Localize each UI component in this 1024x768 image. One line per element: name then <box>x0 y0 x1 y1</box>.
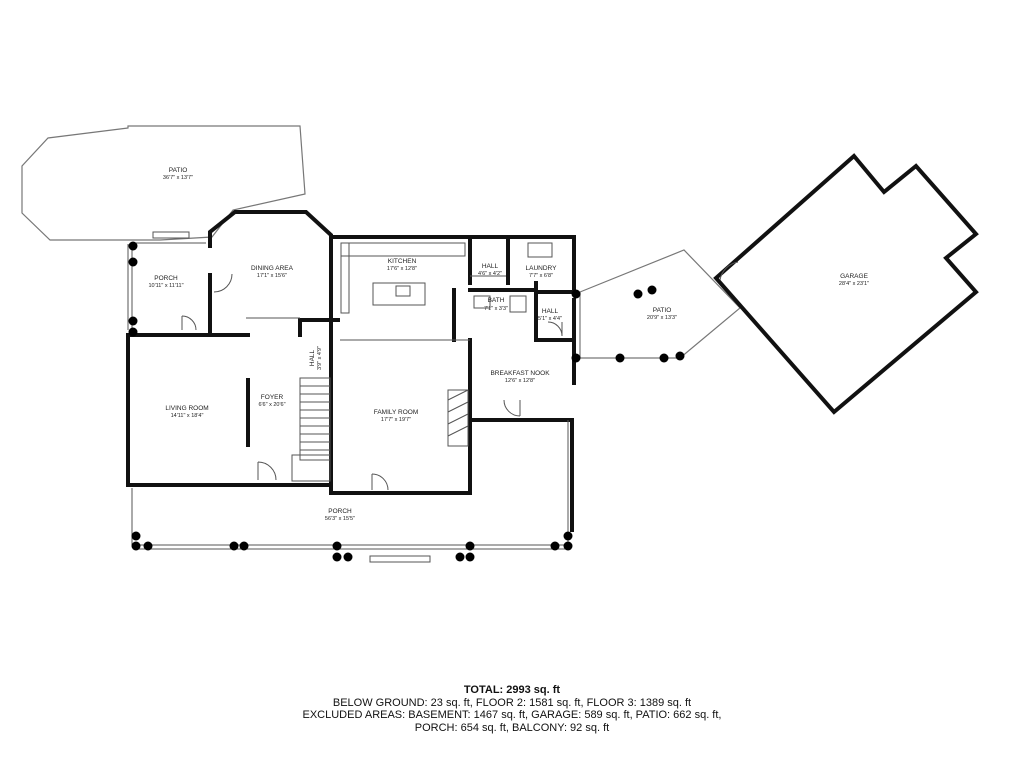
room-dims: 10'11" x 11'11" <box>148 283 183 289</box>
room-labels: PATIO 36'7" x 13'7" PORCH 10'11" x 11'11… <box>148 167 869 522</box>
room-dims: 4'6" x 4'2" <box>478 271 502 277</box>
room-name: DINING AREA <box>251 265 294 272</box>
fireplace <box>447 389 469 447</box>
room-dims: 28'4" x 23'1" <box>839 281 869 287</box>
room-name: PORCH <box>154 275 178 282</box>
room-name: FOYER <box>261 394 284 401</box>
room-dims: 20'9" x 13'3" <box>647 315 677 321</box>
area-summary: TOTAL: 2993 sq. ft BELOW GROUND: 23 sq. … <box>0 684 1024 734</box>
room-dims: 6'6" x 20'6" <box>258 402 285 408</box>
room-name: PATIO <box>653 307 672 314</box>
doors <box>257 321 563 491</box>
room-dims: 5'1" x 4'4" <box>538 316 562 322</box>
room-dims: 17'1" x 15'6" <box>257 273 287 279</box>
floor-areas: BELOW GROUND: 23 sq. ft, FLOOR 2: 1581 s… <box>332 696 692 709</box>
dining-area-walls <box>208 210 333 337</box>
room-name: GARAGE <box>840 273 868 280</box>
porch-south-area <box>131 420 570 563</box>
posts <box>128 241 685 562</box>
room-name: LIVING ROOM <box>165 405 208 412</box>
room-name: KITCHEN <box>388 258 417 265</box>
patio-north-area <box>21 125 306 241</box>
room-dims: 36'7" x 13'7" <box>163 175 193 181</box>
patio-east-area <box>579 249 741 359</box>
room-dims: 7'7" x 6'8" <box>529 273 553 279</box>
total-area: TOTAL: 2993 sq. ft <box>463 684 561 696</box>
excluded-areas-continued: PORCH: 654 sq. ft, BALCONY: 92 sq. ft <box>414 721 610 734</box>
main-house-walls <box>126 288 574 532</box>
garage-walls <box>713 153 979 415</box>
room-name: HALL <box>482 263 499 270</box>
room-dims: 7'1" x 3'3" <box>484 306 508 312</box>
room-name: PORCH <box>328 508 352 515</box>
excluded-areas: EXCLUDED AREAS: BASEMENT: 1467 sq. ft, G… <box>302 709 722 721</box>
staircase <box>291 377 331 482</box>
room-dims: 17'6" x 12'8" <box>387 266 417 272</box>
room-name: HALL <box>309 349 316 366</box>
room-name: BREAKFAST NOOK <box>490 370 550 377</box>
room-dims: 12'6" x 12'8" <box>505 378 535 384</box>
room-name: LAUNDRY <box>526 265 558 272</box>
room-name: BATH <box>488 297 505 304</box>
kitchen-block-walls <box>329 235 576 385</box>
room-dims: 14'11" x 18'4" <box>171 413 204 419</box>
room-dims: 56'3" x 15'5" <box>325 516 355 522</box>
room-name: FAMILY ROOM <box>374 409 419 416</box>
room-dims: 17'7" x 19'7" <box>381 417 411 423</box>
room-name: PATIO <box>169 167 188 174</box>
room-dims: 3'9" x 4'9" <box>317 346 323 370</box>
room-name: HALL <box>542 308 559 315</box>
